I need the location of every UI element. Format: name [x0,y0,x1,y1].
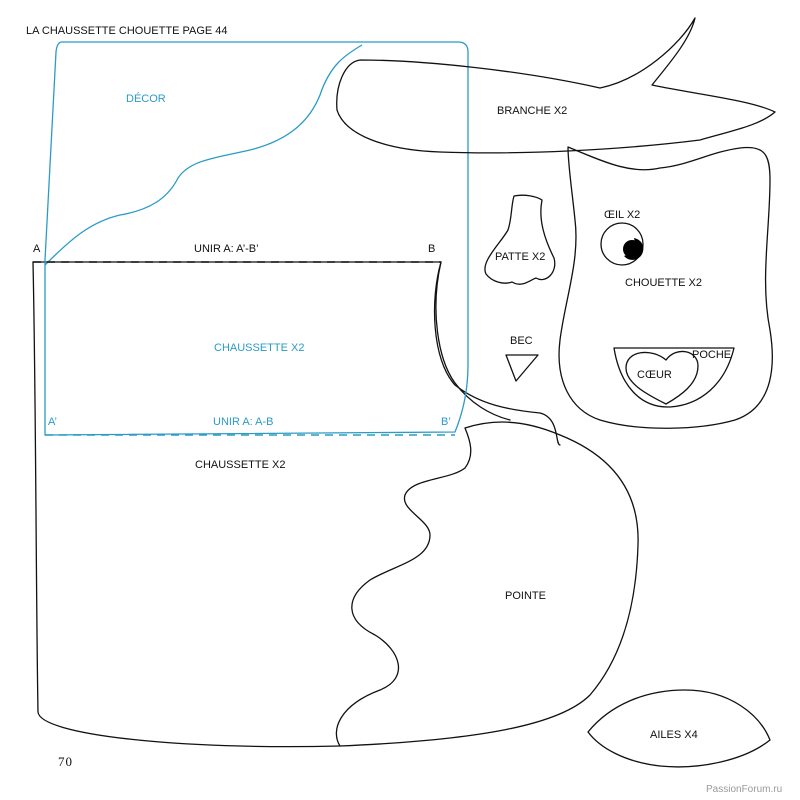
mark-a: A [33,243,41,255]
chouette-outline [558,146,773,429]
poche-outline [613,347,735,408]
coeur-label: CŒUR [637,369,672,381]
decor-label: DÉCOR [126,92,166,105]
page-title: LA CHAUSSETTE CHOUETTE PAGE 44 [26,25,228,37]
unir-a-prime-b-prime-label: UNIR A: A’-B’ [194,243,259,255]
chaussette-outline [32,261,561,446]
mark-a-prime: A’ [48,416,57,428]
pointe-outline [335,421,639,747]
mark-b-prime: B’ [441,416,451,428]
decor-chaussette-blue-outline [44,41,469,436]
patte-outline [484,194,556,285]
chaussette-blue-label: CHAUSSETTE X2 [214,342,304,354]
chaussette-black-label: CHAUSSETTE X2 [195,459,285,471]
decor-wave-line [44,44,363,266]
eye-outline-icon [600,222,644,266]
poche-label: POCHE [692,349,731,361]
eye-pupil-dot-icon [623,240,641,258]
oeil-label: ŒIL X2 [604,209,640,221]
mark-b: B [428,243,435,255]
pointe-label: POINTE [505,590,546,602]
chouette-label: CHOUETTE X2 [625,277,702,289]
bec-label: BEC [510,335,533,347]
chaussette-outline-left [32,261,341,748]
branche-outline [336,17,776,154]
ailes-outline [587,689,771,768]
bec-outline [505,354,539,382]
branche-label: BRANCHE X2 [497,105,567,117]
patte-label: PATTE X2 [495,251,545,263]
unir-a-b-label: UNIR A: A-B [213,416,274,428]
watermark: PassionForum.ru [706,784,782,795]
ailes-label: AILES X4 [650,729,698,741]
page-number: 70 [58,754,73,769]
coeur-outline [625,350,699,405]
chaussette-outline-right [435,261,511,421]
